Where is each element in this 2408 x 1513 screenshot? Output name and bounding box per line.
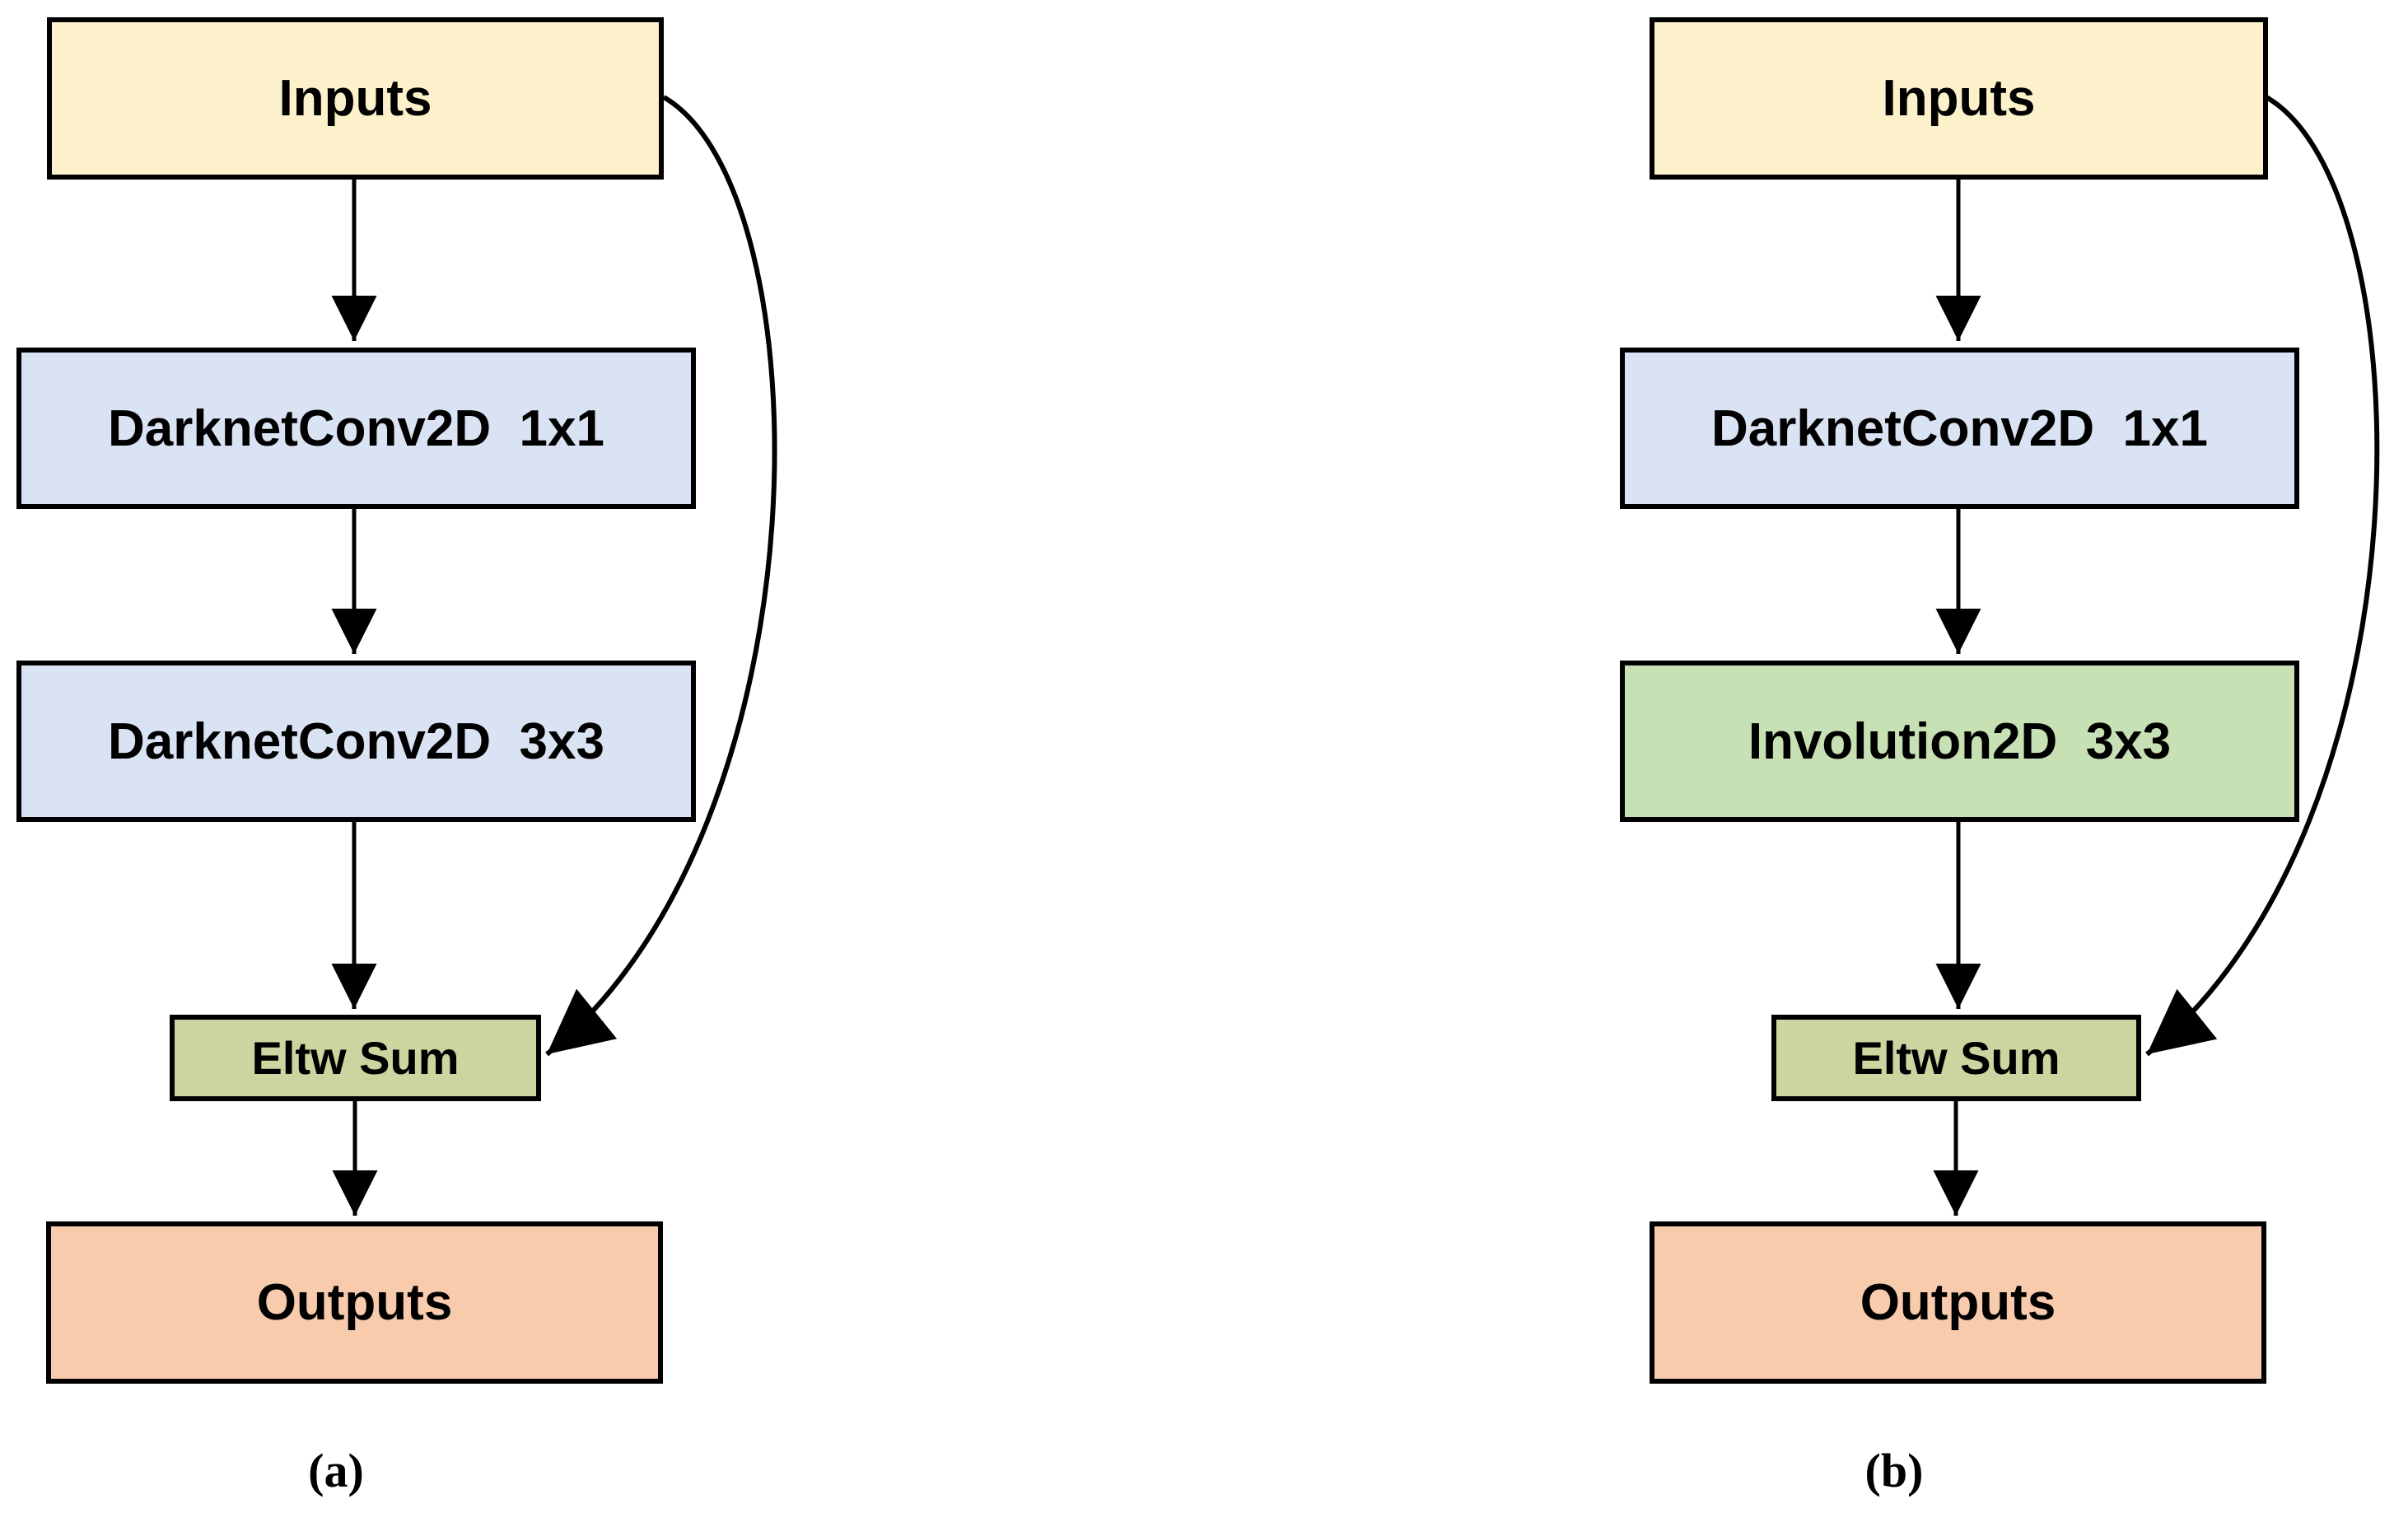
node-b-involution2d-3x3: Involution2D 3x3 [1620,661,2299,822]
node-a-eltw-sum-label: Eltw Sum [251,1032,460,1084]
node-b-inputs: Inputs [1650,17,2268,180]
node-b-darknetconv2d-1x1-label: DarknetConv2D 1x1 [1710,399,2209,457]
node-b-darknetconv2d-1x1: DarknetConv2D 1x1 [1620,348,2299,509]
caption-b: (b) [1864,1444,1924,1497]
node-b-inputs-label: Inputs [1882,70,2036,127]
node-b-outputs-label: Outputs [1860,1274,2056,1331]
node-a-darknetconv2d-3x3: DarknetConv2D 3x3 [16,661,696,822]
node-a-inputs-label: Inputs [278,70,432,127]
node-a-darknetconv2d-1x1-label: DarknetConv2D 1x1 [107,399,605,457]
arrow-b-skip-connection [2145,95,2380,1057]
node-a-eltw-sum: Eltw Sum [170,1015,541,1101]
node-b-eltw-sum: Eltw Sum [1771,1015,2141,1101]
node-a-outputs-label: Outputs [256,1274,453,1331]
arrow-a-skip-connection [545,95,777,1057]
node-a-outputs: Outputs [46,1221,663,1384]
node-b-eltw-sum-label: Eltw Sum [1852,1032,2060,1084]
node-a-inputs: Inputs [47,17,664,180]
node-b-outputs: Outputs [1650,1221,2266,1384]
caption-a: (a) [308,1444,364,1497]
node-b-involution2d-3x3-label: Involution2D 3x3 [1748,712,2172,770]
node-a-darknetconv2d-1x1: DarknetConv2D 1x1 [16,348,696,509]
node-a-darknetconv2d-3x3-label: DarknetConv2D 3x3 [107,712,605,770]
